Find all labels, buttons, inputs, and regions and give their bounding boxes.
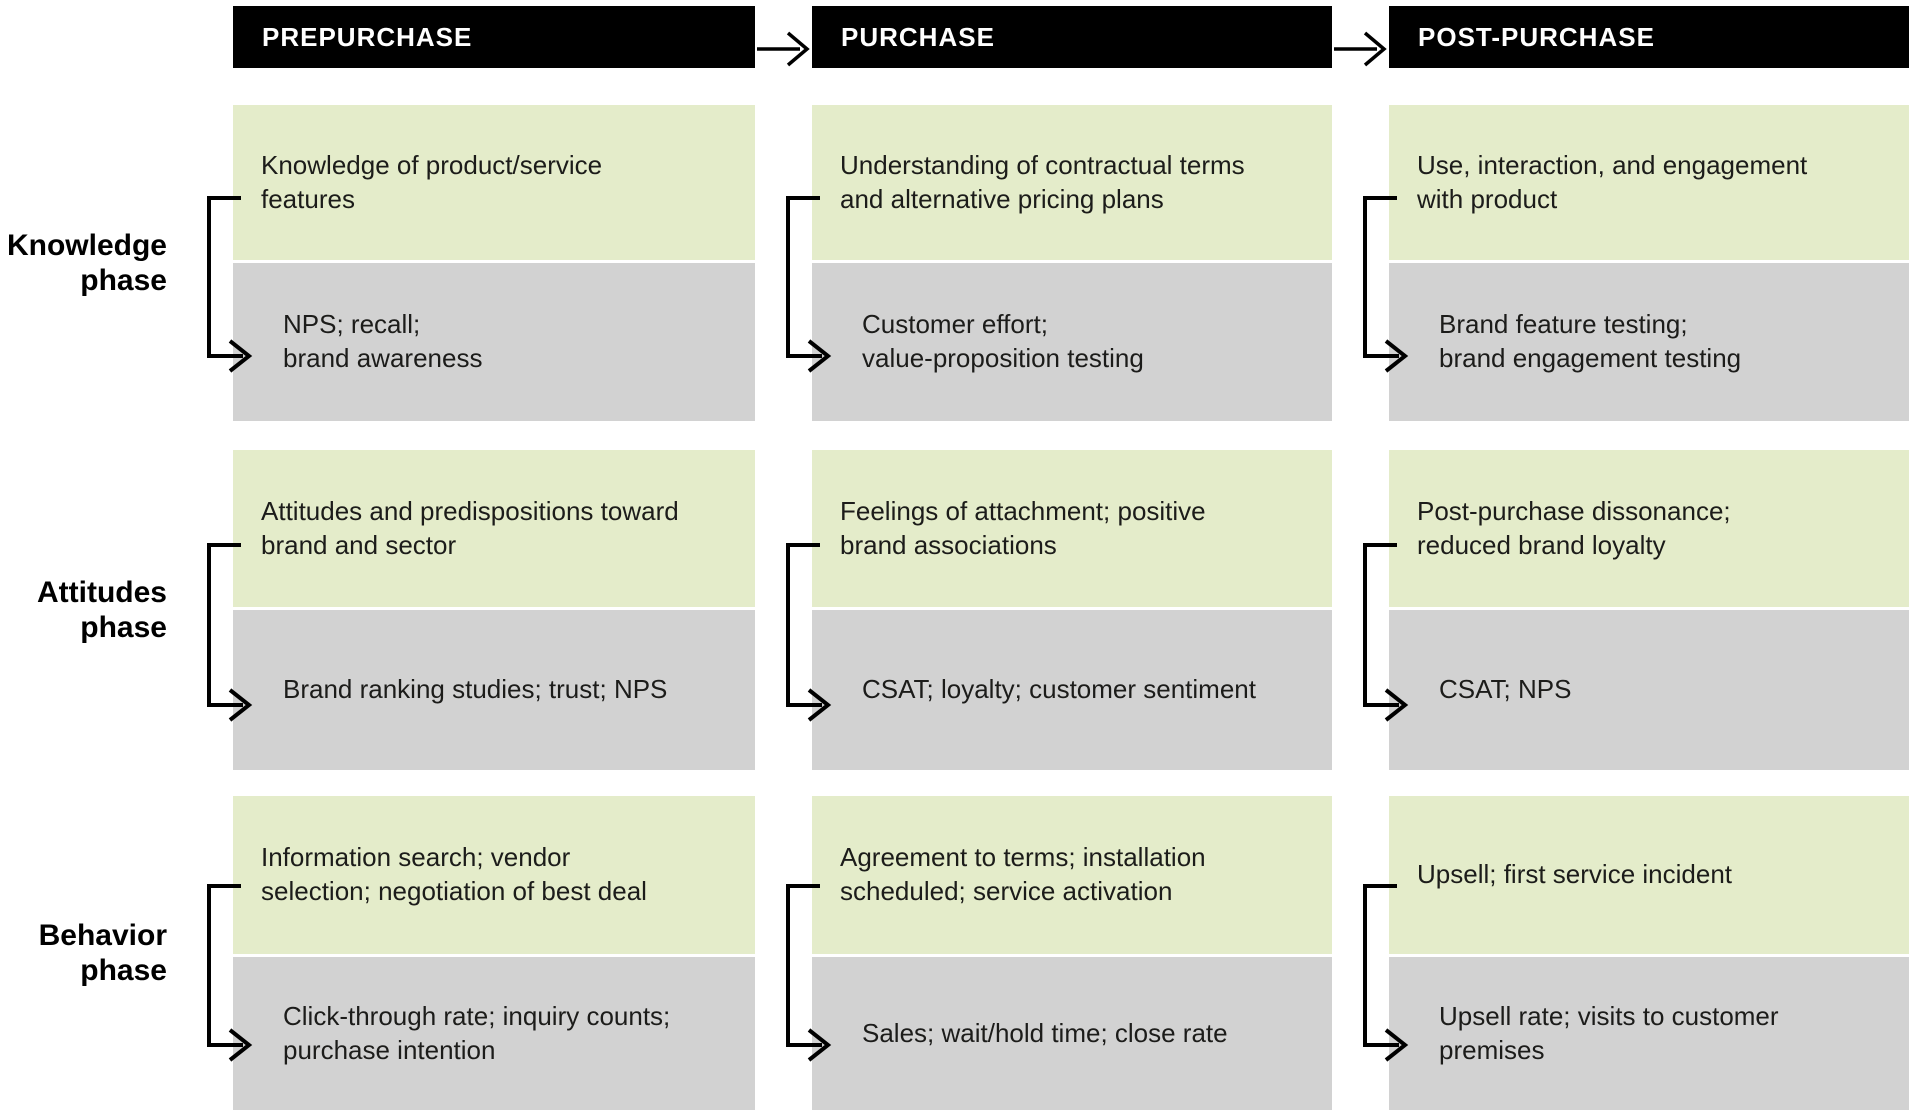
stage-header-purchase-label: PURCHASE bbox=[841, 21, 995, 52]
cell-behavior-post-purchase-experience: Upsell; first service incident bbox=[1389, 796, 1909, 954]
experience-text: Understanding of contractual terms and a… bbox=[840, 149, 1245, 214]
cell-attitudes-post-purchase-experience: Post-purchase dissonance; reduced brand … bbox=[1389, 450, 1909, 607]
stage-header-prepurchase-label: PREPURCHASE bbox=[262, 21, 473, 52]
cell-knowledge-purchase-experience: Understanding of contractual terms and a… bbox=[812, 105, 1332, 260]
experience-text: Agreement to terms; installation schedul… bbox=[840, 842, 1206, 906]
experience-text: Feelings of attachment; positive brand a… bbox=[840, 495, 1206, 560]
metrics-text: CSAT; loyalty; customer sentiment bbox=[862, 674, 1256, 705]
cell-knowledge-purchase-metrics: Customer effort; value-proposition testi… bbox=[812, 263, 1332, 421]
cell-knowledge-post-purchase-metrics: Brand feature testing; brand engagement … bbox=[1389, 263, 1909, 421]
experience-text: Information search; vendor selection; ne… bbox=[261, 842, 647, 906]
experience-text: Upsell; first service incident bbox=[1417, 859, 1732, 890]
metrics-text: NPS; recall; brand awareness bbox=[283, 309, 483, 373]
metrics-text: Click-through rate; inquiry counts; purc… bbox=[283, 1000, 671, 1065]
cell-attitudes-purchase-metrics: CSAT; loyalty; customer sentiment bbox=[812, 610, 1332, 770]
experience-text: Attitudes and predispositions toward bra… bbox=[261, 495, 679, 560]
metrics-text: Customer effort; value-proposition testi… bbox=[862, 309, 1144, 373]
cell-attitudes-prepurchase-experience: Attitudes and predispositions toward bra… bbox=[233, 450, 755, 607]
cell-attitudes-prepurchase-metrics: Brand ranking studies; trust; NPS bbox=[233, 610, 755, 770]
cell-behavior-purchase-metrics: Sales; wait/hold time; close rate bbox=[812, 957, 1332, 1110]
phase-label-behavior: Behavior phase bbox=[38, 918, 167, 987]
phase-label-attitudes: Attitudes phase bbox=[37, 575, 167, 644]
stage-header-post-purchase: POST-PURCHASE bbox=[1389, 6, 1909, 68]
cell-behavior-prepurchase-metrics: Click-through rate; inquiry counts; purc… bbox=[233, 957, 755, 1110]
stage-header-purchase: PURCHASE bbox=[812, 6, 1332, 68]
experience-text: Post-purchase dissonance; reduced brand … bbox=[1417, 495, 1731, 560]
metrics-text: Brand ranking studies; trust; NPS bbox=[283, 674, 668, 705]
cell-behavior-purchase-experience: Agreement to terms; installation schedul… bbox=[812, 796, 1332, 954]
cell-behavior-prepurchase-experience: Information search; vendor selection; ne… bbox=[233, 796, 755, 954]
phase-label-knowledge: Knowledge phase bbox=[6, 228, 167, 297]
cell-knowledge-post-purchase-experience: Use, interaction, and engagement with pr… bbox=[1389, 105, 1909, 260]
cell-knowledge-prepurchase-experience: Knowledge of product/service features bbox=[233, 105, 755, 260]
stage-header-post-purchase-label: POST-PURCHASE bbox=[1418, 21, 1655, 52]
experience-text: Knowledge of product/service features bbox=[261, 149, 603, 214]
metrics-text: Sales; wait/hold time; close rate bbox=[862, 1017, 1228, 1048]
stage-arrow-icon-1 bbox=[757, 31, 810, 67]
cell-attitudes-post-purchase-metrics: CSAT; NPS bbox=[1389, 610, 1909, 770]
stage-header-prepurchase: PREPURCHASE bbox=[233, 6, 755, 68]
cell-knowledge-prepurchase-metrics: NPS; recall; brand awareness bbox=[233, 263, 755, 421]
cell-behavior-post-purchase-metrics: Upsell rate; visits to customer premises bbox=[1389, 957, 1909, 1110]
cell-attitudes-purchase-experience: Feelings of attachment; positive brand a… bbox=[812, 450, 1332, 607]
experience-text: Use, interaction, and engagement with pr… bbox=[1417, 149, 1808, 214]
metrics-text: CSAT; NPS bbox=[1439, 674, 1572, 705]
stage-arrow-icon-2 bbox=[1334, 31, 1387, 67]
metrics-text: Upsell rate; visits to customer premises bbox=[1439, 1000, 1779, 1065]
metrics-text: Brand feature testing; brand engagement … bbox=[1439, 309, 1742, 373]
